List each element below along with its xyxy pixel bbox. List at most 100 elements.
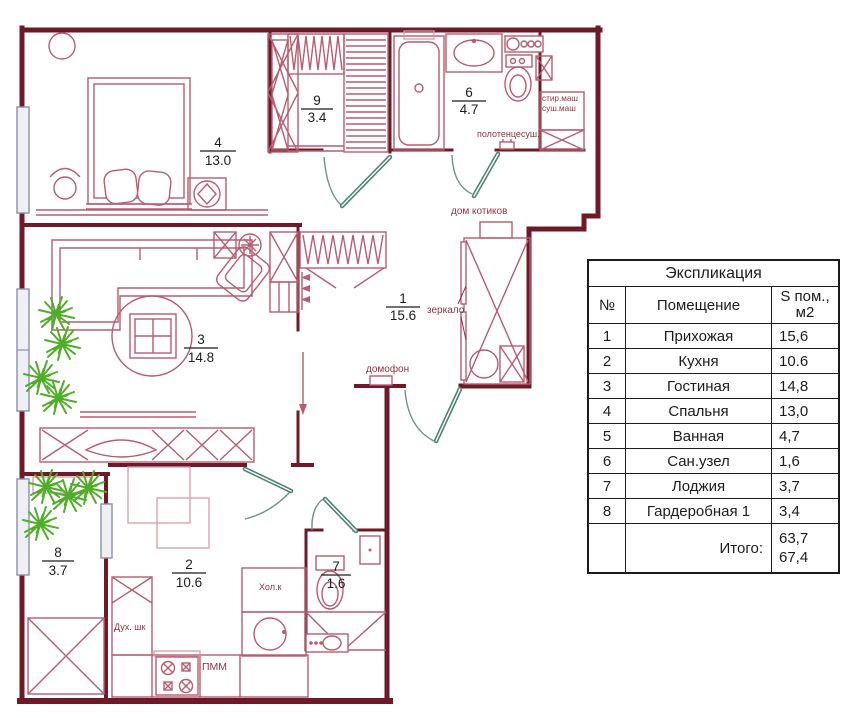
svg-text:7: 7	[332, 559, 340, 574]
room-label-bedroom: 413.0	[200, 135, 236, 168]
table-row: 6 Сан.узел 1,6	[589, 448, 838, 473]
room-label-kitchen: 210.6	[172, 557, 206, 590]
closet-bench	[288, 145, 344, 152]
coat-rack	[299, 231, 387, 289]
svg-text:15.6: 15.6	[390, 308, 416, 323]
direction-arrow	[299, 352, 307, 415]
svg-text:14.8: 14.8	[188, 350, 214, 365]
room-labels: 115.6 210.6 314.8 413.0 64.7 71.6 83.7 9…	[42, 85, 486, 591]
sofa	[51, 239, 253, 331]
svg-text:4.7: 4.7	[460, 102, 479, 117]
table-total-row: Итого: 63,7 67,4	[589, 523, 838, 572]
doors	[242, 151, 501, 534]
svg-text:4: 4	[214, 135, 222, 150]
windows	[16, 106, 113, 576]
table-row: 5 Ванная 4,7	[589, 423, 838, 448]
entrance-door	[404, 386, 463, 444]
col-header-no: №	[589, 287, 626, 323]
toilet	[504, 54, 533, 102]
hallway-wardrobe	[460, 237, 531, 385]
room-label-closet: 93.4	[301, 93, 333, 125]
table-title: Экспликация	[665, 264, 762, 282]
bath-cabinet	[535, 55, 553, 81]
kitchen-sink	[241, 611, 307, 657]
mirror-label: зеркало	[427, 305, 465, 316]
window-sill	[36, 209, 268, 216]
bathroom	[393, 30, 585, 151]
nightstand-lamp	[49, 167, 81, 200]
hanger-rail	[287, 33, 345, 75]
room-label-living: 314.8	[184, 332, 218, 365]
faucet-panel	[504, 35, 544, 53]
wc-toilet	[315, 555, 345, 610]
svg-text:2: 2	[185, 557, 193, 572]
bathtub	[393, 30, 445, 151]
bedroom-bench	[187, 177, 227, 211]
dryer-label: суш.маш	[542, 104, 576, 113]
svg-text:1.6: 1.6	[327, 576, 346, 591]
mirror-strip	[460, 241, 467, 305]
rug	[111, 295, 193, 377]
fridge-label: Хол.к	[259, 582, 281, 592]
dining-table	[127, 466, 191, 524]
loggia-bench	[27, 617, 105, 695]
kitchen-door	[242, 466, 294, 520]
armchair	[215, 246, 271, 302]
closet-shelves	[343, 33, 389, 153]
closet-door	[323, 154, 393, 209]
oven-label: Дух. шк	[114, 622, 146, 632]
oven-unit	[111, 576, 153, 656]
dining-table	[156, 497, 210, 549]
living-cabinet	[269, 231, 299, 313]
table-row: 3 Гостиная 14,8	[589, 373, 838, 398]
room-label-wc: 71.6	[321, 559, 351, 591]
shelf	[80, 411, 196, 418]
living-room	[22, 231, 299, 463]
loggia	[21, 468, 108, 695]
kitchen-loggia-window	[100, 503, 113, 559]
tv	[84, 439, 158, 458]
side-table	[213, 231, 262, 259]
towel-dryer	[499, 139, 515, 150]
washer-dryer	[539, 91, 585, 151]
washer-label: стир.маш	[542, 94, 578, 103]
table-row: 4 Спальня 13,0	[589, 398, 838, 423]
mirror-strip	[460, 311, 467, 381]
table-row: 1 Прихожая 15,6	[589, 323, 838, 348]
svg-text:1: 1	[399, 291, 407, 306]
hallway	[299, 221, 531, 415]
cat-house	[479, 221, 513, 239]
cat-house-label: дом котиков	[451, 206, 507, 217]
bedroom	[36, 32, 299, 216]
explication-table: Экспликация № Помещение S пом., м2 1 При…	[587, 259, 840, 574]
stove	[153, 650, 201, 696]
wc	[305, 535, 387, 653]
intercom-unit	[369, 375, 393, 386]
room-label-bathroom: 64.7	[452, 85, 486, 117]
kitchen-counter	[111, 654, 309, 698]
wc-shelf	[359, 535, 381, 565]
col-header-area: S пом., м2	[780, 288, 830, 321]
tv-console	[39, 411, 255, 463]
bathroom-sink	[445, 33, 503, 73]
loggia-window	[16, 478, 30, 576]
wc-floor-hatch	[305, 611, 387, 651]
total-values: 63,7 67,4	[779, 530, 809, 566]
svg-text:6: 6	[465, 85, 473, 100]
room-label-loggia: 83.7	[42, 545, 74, 578]
towel-dryer-label: полотенцесуш.	[477, 129, 540, 139]
col-header-room: Помещение	[626, 287, 772, 323]
wc-door	[311, 496, 359, 534]
svg-text:3: 3	[197, 332, 205, 347]
bedroom-window	[16, 106, 30, 214]
svg-text:13.0: 13.0	[205, 153, 231, 168]
mirror-pointer-lines	[457, 285, 467, 341]
table-header-row: № Помещение S пом., м2	[589, 286, 838, 323]
table-row: 7 Лоджия 3,7	[589, 473, 838, 498]
walk-in-closet	[271, 33, 389, 153]
intercom-label: домофон	[366, 363, 409, 375]
stool	[48, 32, 76, 60]
bed	[86, 77, 192, 210]
